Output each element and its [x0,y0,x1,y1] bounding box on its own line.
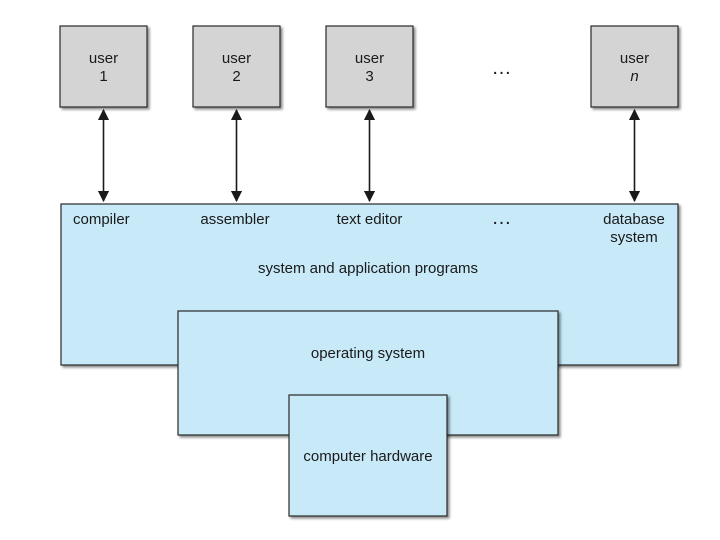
user-n-number: n [630,68,638,85]
database-system-label: system [610,229,658,246]
compiler-label: compiler [73,211,130,228]
users-ellipsis: … [492,57,513,79]
user-n-label: user [620,50,649,67]
user-1-label: user [89,50,118,67]
programs-title: system and application programs [258,260,478,277]
operating-system-label: operating system [311,345,425,362]
user-3-number: 3 [365,68,373,85]
computer-hardware-layer: computer hardware [288,394,448,517]
user-box-n: user n [590,25,679,108]
user-box-1: user 1 [59,25,148,108]
user-2-number: 2 [232,68,240,85]
user-3-label: user [355,50,384,67]
user-box-3: user 3 [325,25,414,108]
computer-hardware-label: computer hardware [303,448,432,465]
user-2-label: user [222,50,251,67]
user-box-2: user 2 [192,25,281,108]
assembler-label: assembler [200,211,269,228]
database-label: database [603,211,665,228]
user-1-number: 1 [99,68,107,85]
programs-ellipsis: … [492,207,513,229]
text-editor-label: text editor [337,211,403,228]
